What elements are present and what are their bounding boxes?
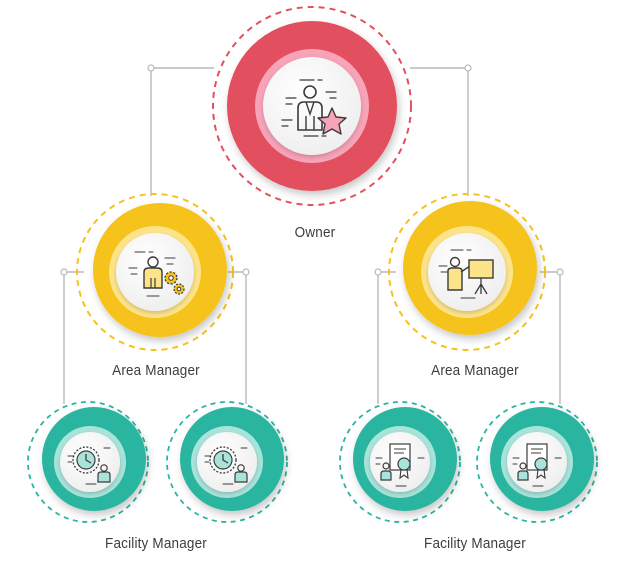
facility-3-dashed-ring (339, 401, 461, 523)
owner-dashed-ring (212, 6, 412, 206)
person-with-certificate-icon (375, 443, 425, 487)
connector-dot (464, 64, 472, 72)
person-with-star-icon (281, 79, 347, 137)
owner-label: Owner (294, 224, 336, 241)
connector-line (410, 67, 469, 196)
area-right-dashed-ring (388, 193, 546, 351)
connector-dot (147, 64, 155, 72)
connector-dot (374, 268, 382, 276)
owner-node (212, 6, 412, 206)
area-manager-right-node (388, 193, 546, 351)
connector-line (150, 67, 214, 196)
area-manager-left-label: Area Manager (112, 362, 200, 379)
facility-manager-4-node (476, 401, 598, 523)
facility-2-dashed-ring (166, 401, 288, 523)
facility-4-dashed-ring (476, 401, 598, 523)
clock-with-person-icon (204, 446, 248, 485)
area-left-dashed-ring (76, 193, 234, 351)
facility-manager-3-node (339, 401, 461, 523)
area-right-face (428, 233, 506, 311)
connector-dot (242, 268, 250, 276)
connector-line (228, 271, 247, 404)
person-at-presentation-board-icon (438, 249, 494, 299)
connector-dot (60, 268, 68, 276)
facility-manager-right-label: Facility Manager (424, 535, 526, 552)
facility-manager-left-label: Facility Manager (105, 535, 207, 552)
connector-line (63, 271, 84, 404)
person-with-gears-icon (128, 251, 185, 297)
facility-manager-2-node (166, 401, 288, 523)
area-manager-left-node (76, 193, 234, 351)
area-manager-right-label: Area Manager (431, 362, 519, 379)
connector-line (377, 271, 396, 404)
connector-dot (556, 268, 564, 276)
person-with-certificate-icon (512, 443, 562, 487)
connector-line (540, 271, 561, 404)
facility-1-dashed-ring (27, 401, 149, 523)
clock-with-person-icon (67, 446, 111, 485)
facility-manager-1-node (27, 401, 149, 523)
